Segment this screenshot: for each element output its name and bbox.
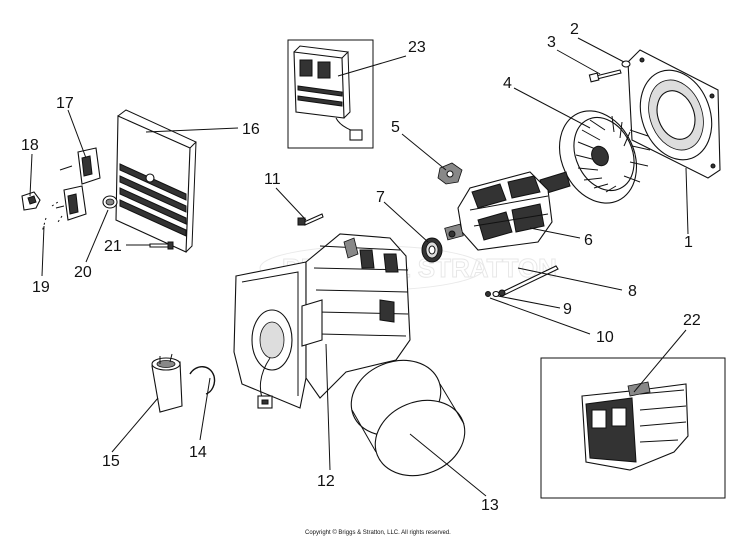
- callout-2: 2: [570, 21, 579, 38]
- part-11-screw: [297, 213, 324, 226]
- callout-18: 18: [21, 137, 39, 154]
- part-19-screws: [41, 201, 63, 233]
- callout-1: 1: [684, 234, 693, 251]
- leader-lines: [29, 37, 689, 497]
- part-23-inset: [287, 39, 374, 149]
- copyright-notice: Copyright © Briggs & Stratton, LLC. All …: [305, 529, 451, 536]
- part-20-knob: [102, 195, 118, 209]
- callouts: 1 2 3 4 5 6 7 8 9 10 11 12 13 14 15 16 1…: [21, 21, 701, 514]
- callout-15: 15: [102, 453, 120, 470]
- callout-8: 8: [628, 283, 637, 300]
- part-12-stator-housing: [233, 233, 411, 409]
- callout-22: 22: [683, 312, 701, 329]
- part-9-washer: [492, 290, 500, 298]
- callout-19: 19: [32, 279, 50, 296]
- callout-3: 3: [547, 34, 556, 51]
- part-6-rotor: [444, 171, 571, 251]
- part-22-inset: [540, 357, 726, 499]
- part-2-washer: [621, 60, 631, 68]
- part-15-capacitor: [151, 353, 183, 413]
- callout-17: 17: [56, 95, 74, 112]
- callout-14: 14: [189, 444, 207, 461]
- callout-16: 16: [242, 121, 260, 138]
- callout-9: 9: [563, 301, 572, 318]
- callout-10: 10: [596, 329, 614, 346]
- part-13-cover-band: [350, 359, 466, 477]
- callout-21: 21: [104, 238, 122, 255]
- part-16-control-panel: [115, 109, 197, 253]
- part-14-clip: [189, 366, 216, 395]
- callout-5: 5: [391, 119, 400, 136]
- callout-11: 11: [264, 171, 281, 188]
- callout-20: 20: [74, 264, 92, 281]
- part-1-rear-housing: [627, 49, 721, 179]
- part-4-fan: [559, 110, 651, 204]
- part-21-screw: [149, 241, 174, 250]
- callout-7: 7: [376, 189, 385, 206]
- part-17-receptacle: [55, 147, 101, 221]
- part-18-bracket: [21, 191, 41, 211]
- part-3-bolt: [588, 69, 622, 83]
- callout-12: 12: [317, 473, 335, 490]
- callout-13: 13: [481, 497, 499, 514]
- part-7-bearing: [421, 237, 443, 263]
- callout-23: 23: [408, 39, 426, 56]
- callout-6: 6: [584, 232, 593, 249]
- callout-4: 4: [503, 75, 512, 92]
- part-10-nut: [485, 291, 491, 297]
